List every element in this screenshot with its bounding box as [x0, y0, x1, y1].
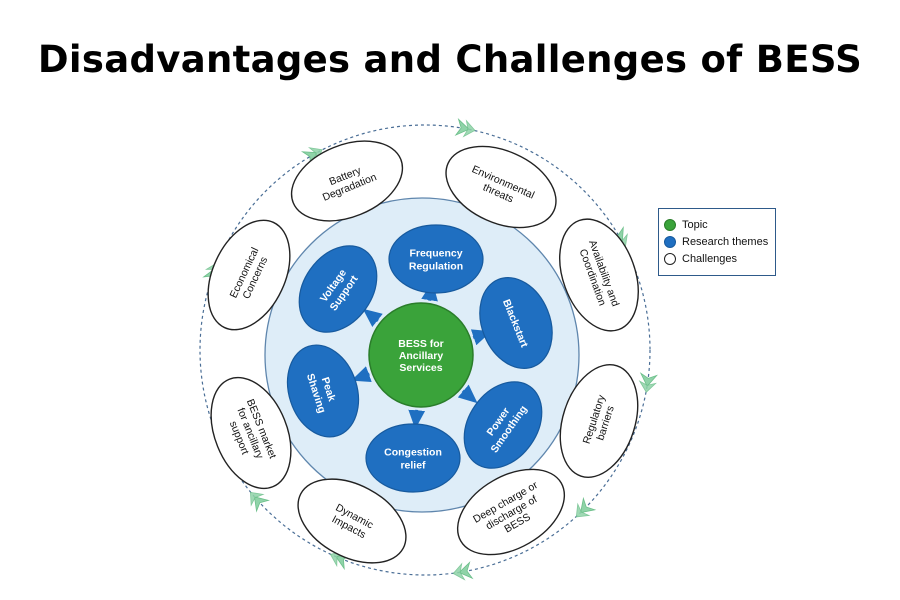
page-title: Disadvantages and Challenges of BESS	[37, 38, 863, 81]
research-theme-node: Blackstart	[479, 276, 553, 370]
cycle-arrow-icon	[250, 491, 270, 513]
center-arrow	[362, 308, 383, 328]
research-theme-shape	[479, 276, 553, 370]
center-arrows	[351, 281, 492, 430]
research-theme-node: PeakShaving	[286, 344, 360, 438]
challenge-swatch	[664, 252, 676, 265]
challenge-shape	[290, 140, 404, 222]
center-arrow	[470, 329, 492, 346]
challenge-shape	[559, 218, 639, 332]
challenge-shape	[297, 478, 407, 564]
challenge-node: Regulatorybarriers	[559, 364, 639, 478]
legend-themes-label: Research themes	[682, 235, 769, 248]
center-arrow	[457, 384, 478, 404]
challenge-node: Deep charge ordischarge ofBESS	[456, 468, 566, 556]
center-arrow	[351, 366, 372, 383]
research-theme-shape	[365, 423, 461, 493]
cycle-arrow-icon	[454, 117, 476, 138]
challenge-shape	[456, 468, 566, 556]
topic-swatch	[664, 218, 676, 231]
research-theme-shape	[388, 224, 484, 294]
challenge-node: EconomicalConcerns	[207, 219, 291, 331]
challenge-node: Environmentalthreats	[445, 145, 557, 229]
research-theme-node: VoltageSupport	[298, 245, 378, 333]
challenge-shape	[445, 145, 557, 229]
challenge-shape	[210, 376, 292, 490]
legend-challenges: Challenges	[664, 250, 775, 267]
challenge-node: BatteryDegradation	[290, 140, 404, 222]
challenge-shape	[207, 219, 291, 331]
cycle-arrow-icon	[638, 372, 659, 393]
challenge-node: DynamicImpacts	[297, 478, 407, 564]
research-theme-label: PeakShaving	[304, 368, 340, 415]
cycle-arrow-icon	[452, 561, 474, 581]
legend-topic: Topic	[664, 216, 775, 233]
research-theme-node: PowerSmoothing	[463, 381, 543, 469]
cycle-arrow-icon	[575, 496, 597, 518]
research-theme-shape	[286, 344, 360, 438]
legend-themes: Research themes	[664, 233, 775, 250]
center-arrow	[408, 409, 426, 430]
research-theme-shape	[298, 245, 378, 333]
theme-swatch	[664, 235, 676, 248]
research-theme-shape	[463, 381, 543, 469]
legend-challenges-label: Challenges	[682, 252, 738, 265]
legend-topic-label: Topic	[682, 218, 708, 231]
challenge-shape	[559, 364, 639, 478]
outer-dashed-circle	[199, 124, 651, 576]
legend: Topic Research themes Challenges	[658, 208, 776, 276]
challenge-node: Availability andCoordination	[559, 218, 639, 332]
challenge-node: BESS marketfor ancillarysupport	[210, 376, 292, 490]
